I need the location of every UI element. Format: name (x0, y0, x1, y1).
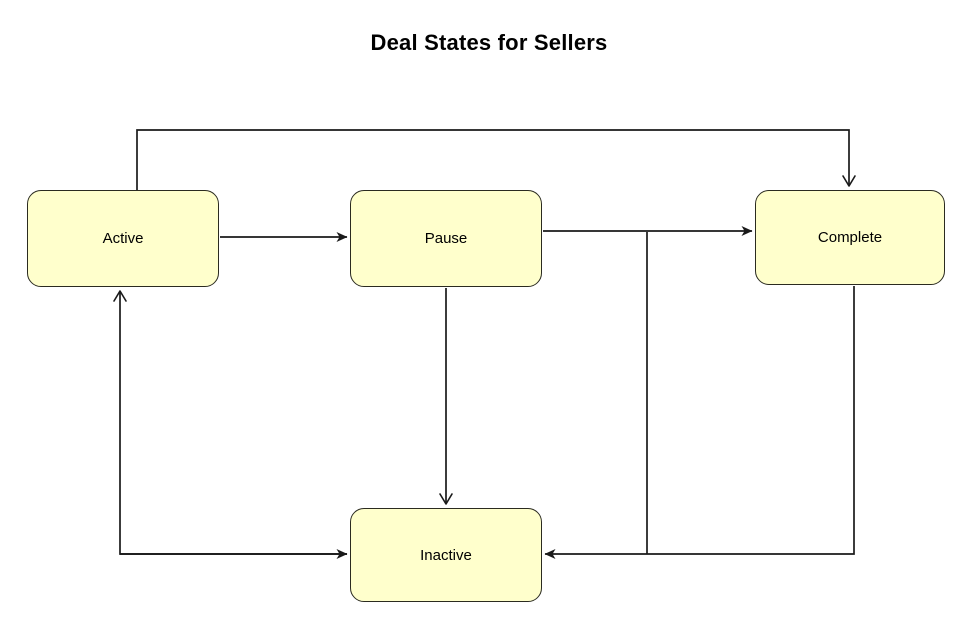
page-title: Deal States for Sellers (370, 30, 608, 55)
state-node-complete-label: Complete (817, 229, 883, 246)
state-node-pause-label: Pause (424, 230, 468, 247)
state-node-inactive[interactable]: Inactive (350, 508, 542, 602)
state-node-active-label: Active (102, 230, 144, 247)
state-node-complete[interactable]: Complete (755, 190, 945, 285)
edge-active-to-complete (136, 129, 856, 190)
state-node-active[interactable]: Active (27, 190, 219, 287)
edge-inactive-to-active (113, 290, 347, 555)
state-node-pause[interactable]: Pause (350, 190, 542, 287)
edge-complete-to-inactive (544, 286, 855, 559)
state-node-inactive-label: Inactive (420, 546, 472, 564)
